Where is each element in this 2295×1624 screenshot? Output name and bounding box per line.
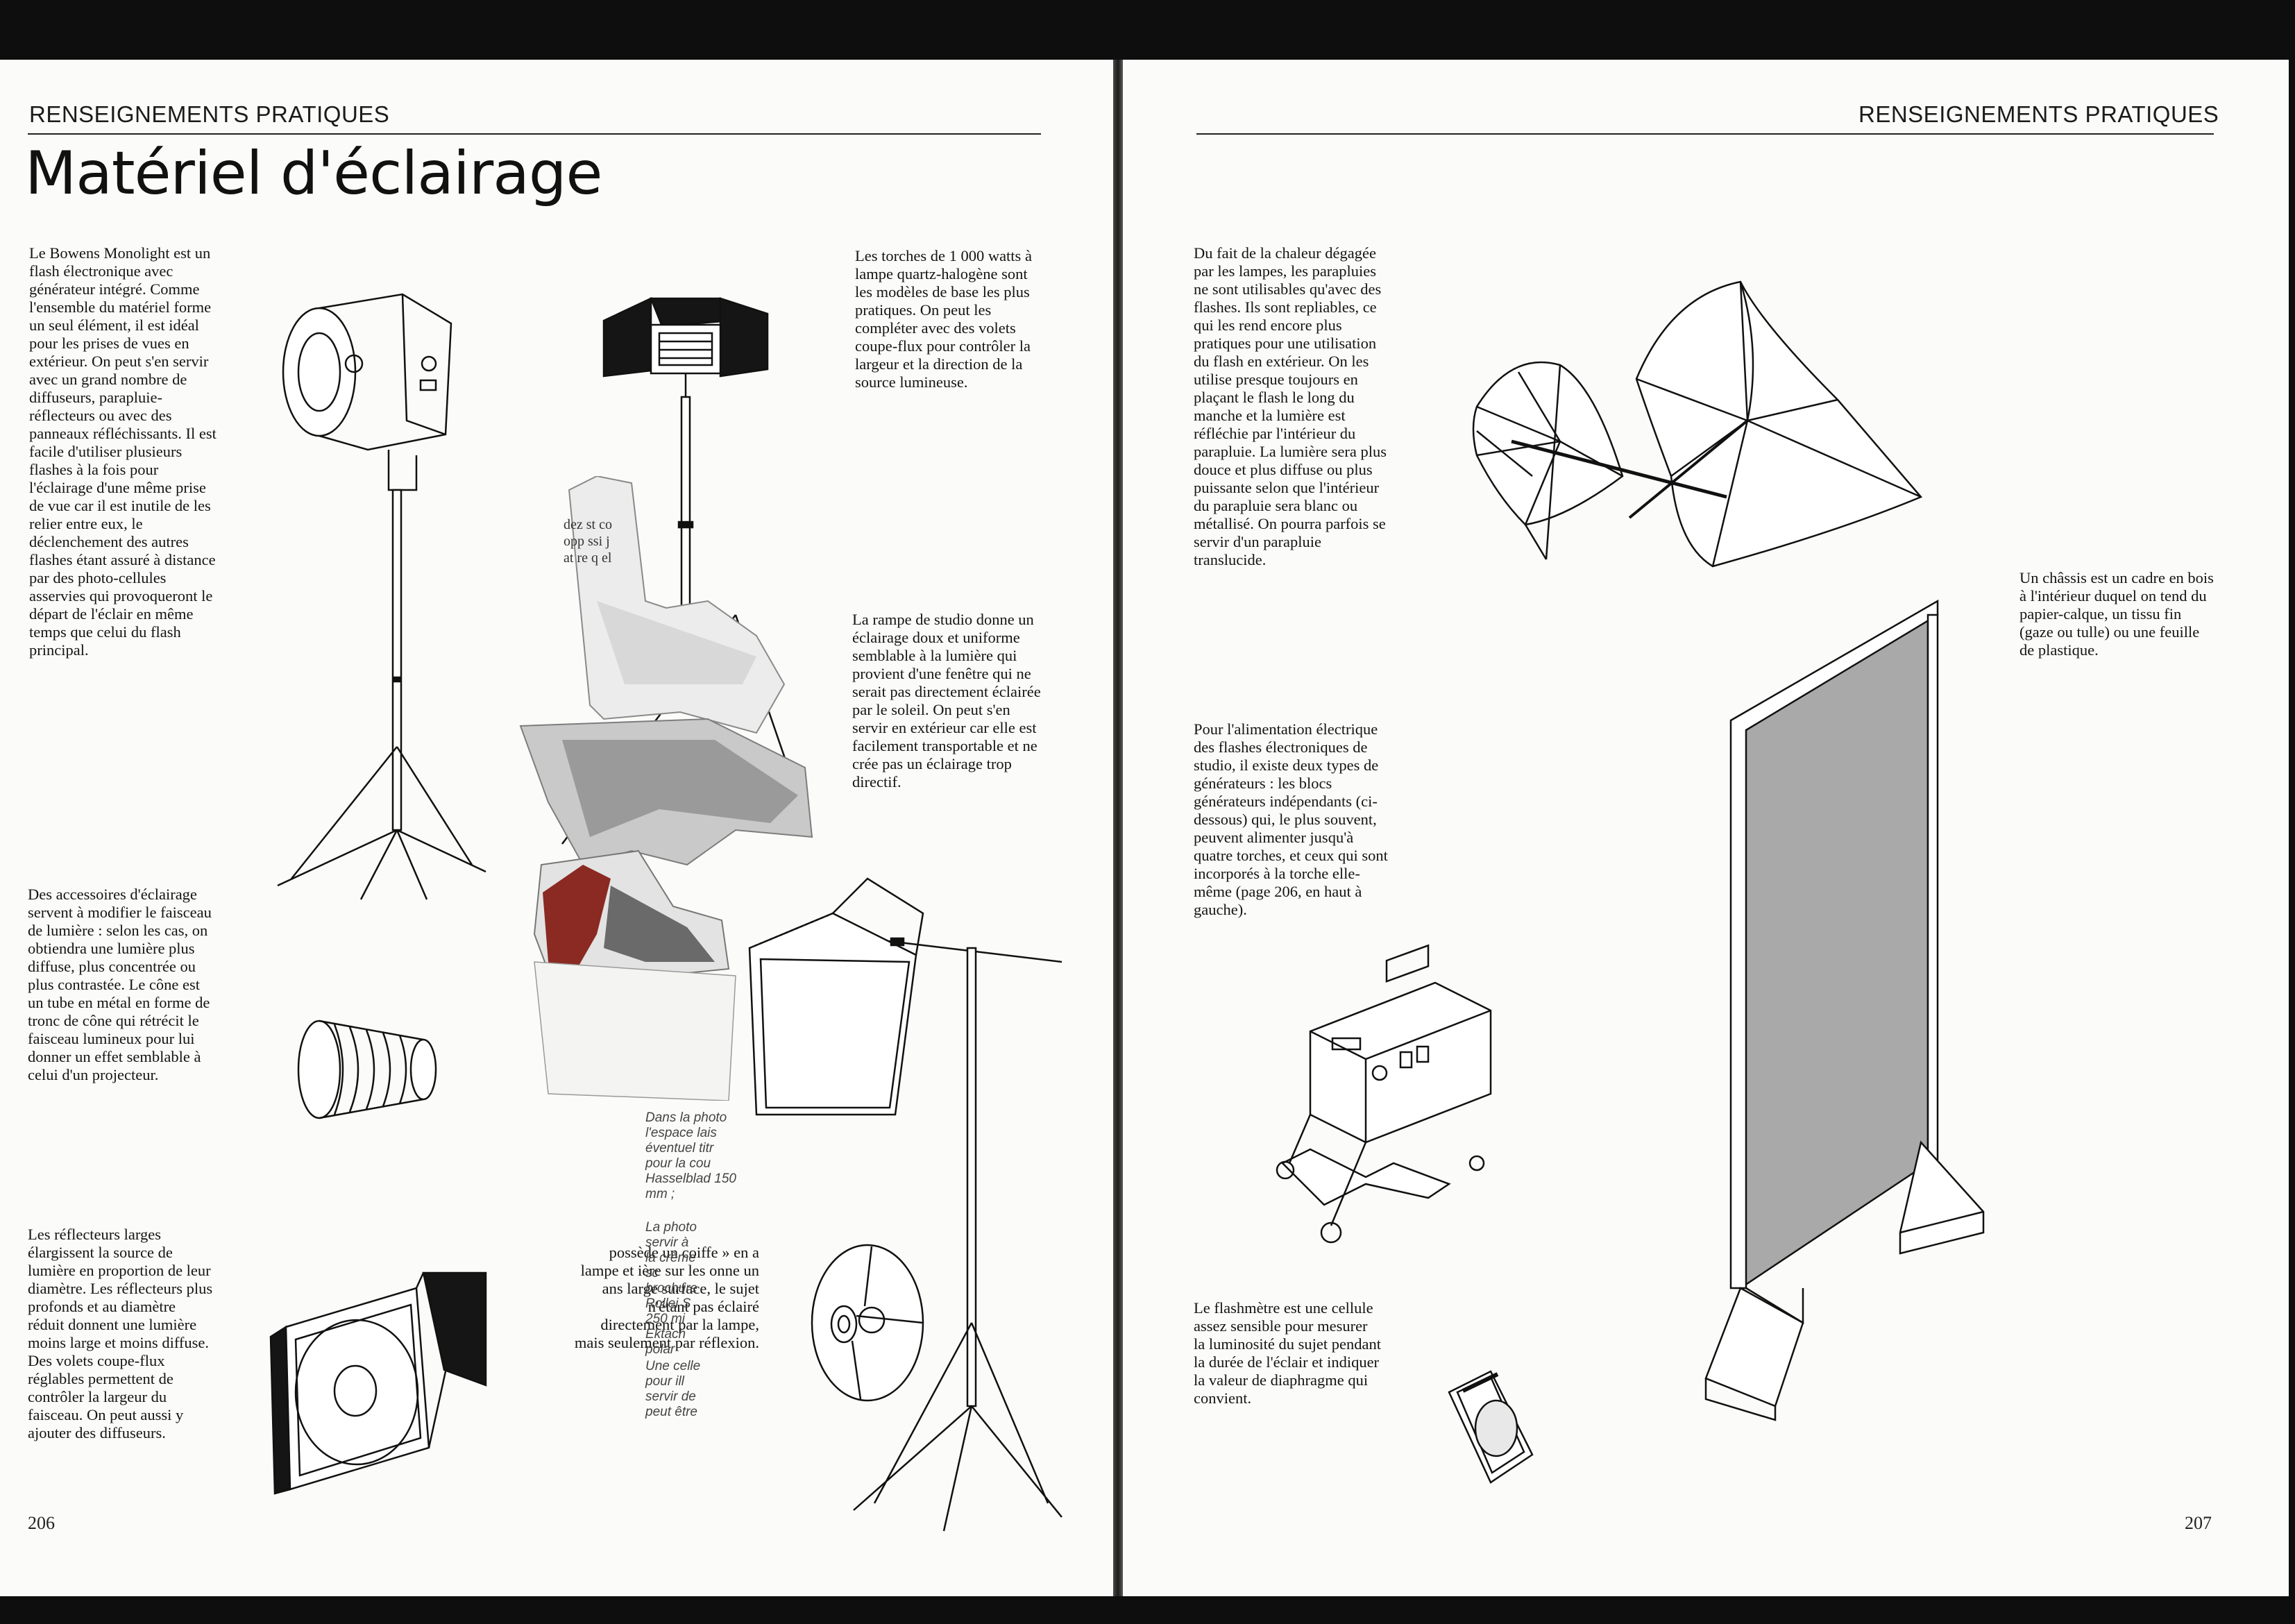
caption-chassis: Un châssis est un cadre en bois à l'inté… bbox=[2019, 569, 2214, 659]
chassis-frame-illustration bbox=[1692, 539, 2011, 1420]
page-number-left: 206 bbox=[28, 1513, 55, 1533]
collage-italic-3: Une celle pour ill servir de peut être bbox=[645, 1359, 701, 1419]
running-head-right: RENSEIGNEMENTS PRATIQUES bbox=[1858, 101, 2219, 127]
snoot-cone-illustration bbox=[291, 1017, 451, 1122]
collage-photo bbox=[519, 476, 813, 1101]
caption-monolight: Le Bowens Monolight est un flash électro… bbox=[29, 244, 217, 659]
running-head-left: RENSEIGNEMENTS PRATIQUES bbox=[29, 101, 390, 127]
collage-italic-1: Dans la photo l'espace lais éventuel tit… bbox=[645, 1110, 736, 1201]
book-gutter bbox=[1113, 60, 1123, 1596]
caption-rampe: La rampe de studio donne un éclairage do… bbox=[852, 611, 1041, 790]
wide-reflector-illustration bbox=[264, 1267, 493, 1496]
caption-reflecteurs: Les réflecteurs larges élargissent la so… bbox=[28, 1226, 213, 1441]
caption-accessoires: Des accessoires d'éclairage servent à mo… bbox=[28, 886, 212, 1083]
umbrellas-illustration bbox=[1449, 268, 1949, 698]
caption-flashmetre: Le flashmètre est une cellule assez sens… bbox=[1194, 1299, 1381, 1407]
caption-torches: Les torches de 1 000 watts à lampe quart… bbox=[855, 247, 1032, 391]
caption-parapluies: Du fait de la chaleur dégagée par les la… bbox=[1194, 244, 1387, 568]
collage-italic-2: La photo servir à la crème sc brochure R… bbox=[645, 1220, 697, 1357]
monolight-illustration bbox=[264, 289, 493, 899]
page-206: RENSEIGNEMENTS PRATIQUES Matériel d'écla… bbox=[0, 60, 1113, 1596]
flashmeter-illustration bbox=[1442, 1364, 1539, 1489]
page-207: RENSEIGNEMENTS PRATIQUES Du fait de la c… bbox=[1123, 60, 2289, 1596]
generator-pack-illustration bbox=[1269, 955, 1498, 1253]
torch-illustration bbox=[595, 293, 776, 682]
page-number-right: 207 bbox=[2185, 1513, 2212, 1533]
header-rule-right bbox=[1196, 133, 2214, 135]
header-rule-left bbox=[28, 133, 1041, 135]
softbox-illustration bbox=[736, 837, 1096, 1538]
bowl-reflector-illustration bbox=[805, 1240, 958, 1406]
page-title: Matériel d'éclairage bbox=[25, 139, 602, 208]
caption-bowl-reflector: possède un coiffe » en a lampe et ière s… bbox=[574, 1244, 759, 1351]
collage-text: dez st co opp ssi j at re q el bbox=[564, 517, 612, 566]
caption-alimentation: Pour l'alimentation électrique des flash… bbox=[1194, 720, 1388, 918]
